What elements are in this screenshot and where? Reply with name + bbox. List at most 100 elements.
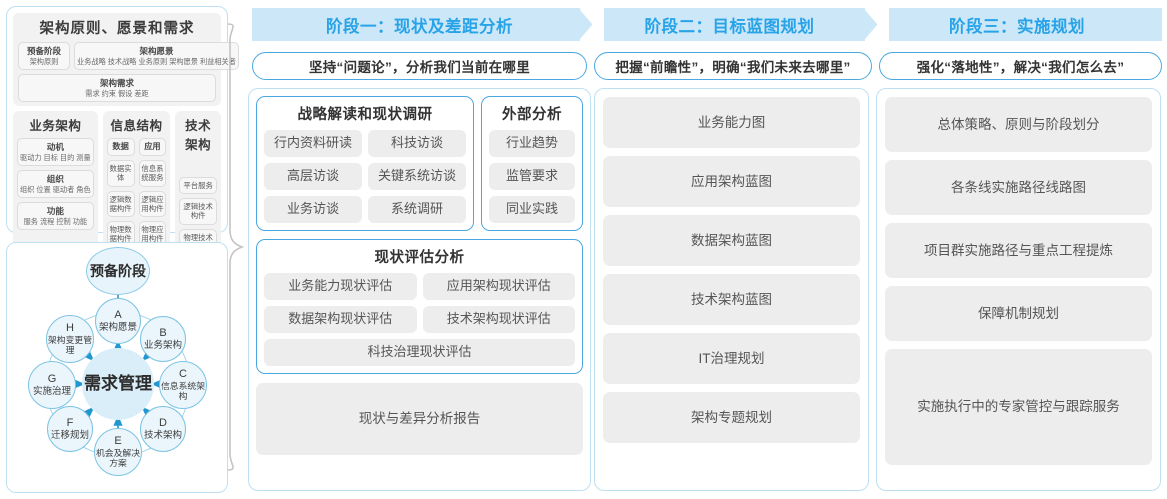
external-analysis-card: 外部分析 行业趋势 监管要求 同业实践	[481, 96, 583, 231]
stage-1-banner: 阶段一：现状及差距分析	[252, 8, 587, 41]
architecture-principles-group: 架构原则、愿景和需求 预备阶段 架构原则 架构愿景 业务战略 技术战略 业务原则…	[13, 13, 239, 106]
left-column: 架构原则、愿景和需求 预备阶段 架构原则 架构愿景 业务战略 技术战略 业务原则…	[6, 6, 239, 493]
implementation-item: 各条线实施路径线路图	[885, 160, 1152, 215]
adm-node-d: D 技术架构	[140, 406, 186, 452]
blueprint-item: 业务能力图	[603, 97, 860, 148]
chevron-2-icon	[863, 8, 889, 41]
node-letter: D	[159, 416, 167, 429]
blueprint-item: 技术架构蓝图	[603, 274, 860, 325]
stage-1-panel: 战略解读和现状调研 行内资料研读 科技访谈 高层访谈 关键系统访谈 业务访谈 系	[248, 88, 591, 491]
chip: 业务能力现状评估	[264, 273, 417, 300]
stage-3-panel: 总体策略、原则与阶段划分 各条线实施路径线路图 项目群实施路径与重点工程提炼 保…	[876, 88, 1161, 491]
stage-1-body: 战略解读和现状调研 行内资料研读 科技访谈 高层访谈 关键系统访谈 业务访谈 系	[249, 89, 590, 455]
stage-1-subtitle: 坚持“问题论”，分析我们当前在哪里	[252, 52, 587, 80]
cell-sub: 架构原则	[29, 56, 59, 66]
node-letter: H	[66, 322, 74, 335]
information-structure-column: 信息结构 数据 数据实体 逻辑数据构件 物理数据构件 应用 信息系统服务 逻辑应…	[102, 110, 171, 261]
column-title: 信息结构	[110, 118, 163, 133]
chip-row: 业务能力现状评估 应用架构现状评估	[264, 273, 575, 300]
function-cell: 功能 服务 流程 控制 功能	[17, 202, 94, 231]
chip: 行业趋势	[489, 130, 575, 157]
adm-node-b: B 业务架构	[140, 316, 186, 362]
stage-2-subtitle-text: 把握“前瞻性”，明确“我们未来去哪里”	[615, 60, 851, 75]
node-letter: G	[47, 372, 57, 385]
business-architecture-column: 业务架构 动机 驱动力 目标 目的 测量 组织 组织 位置 驱动者 角色 功能	[13, 110, 98, 261]
adm-cycle-panel: 预备阶段 需求管理 A 架构愿景 B 业务架构 C 信息系统架构	[6, 242, 228, 493]
stage-3-subtitle: 强化“落地性”，解决“我们怎么去”	[879, 52, 1162, 80]
card-title: 现状评估分析	[374, 250, 465, 266]
stage-2-panel: 业务能力图 应用架构蓝图 数据架构蓝图 技术架构蓝图 IT治理规划 架构专题规划	[594, 88, 869, 491]
cell-sub: 组织 位置 驱动者 角色	[20, 184, 91, 194]
card-title: 战略解读和现状调研	[297, 107, 433, 123]
chip: 关键系统访谈	[368, 163, 466, 190]
spacer	[179, 157, 217, 173]
cell-head: 架构需求	[99, 77, 134, 88]
node-letter: A	[114, 308, 122, 321]
cell-head: 动机	[46, 141, 64, 152]
blueprint-item: 应用架构蓝图	[603, 156, 860, 207]
cell-sub: 服务 流程 控制 功能	[23, 216, 88, 226]
adm-node-c: C 信息系统架构	[159, 361, 207, 409]
adm-node-e: E 机会及解决方案	[94, 428, 142, 476]
brace-connector	[227, 23, 245, 471]
strategy-research-card: 战略解读和现状调研 行内资料研读 科技访谈 高层访谈 关键系统访谈 业务访谈 系	[256, 96, 474, 231]
chip: 系统调研	[368, 196, 466, 223]
chip: 行内资料研读	[264, 130, 362, 157]
node-label: 迁移规划	[50, 429, 89, 441]
chip: 高层访谈	[264, 163, 362, 190]
subcolumn-head: 应用	[138, 137, 167, 157]
cell-sub: 驱动力 目标 目的 测量	[20, 152, 91, 162]
group-title: 架构原则、愿景和需求	[39, 21, 195, 37]
stage-2-body: 业务能力图 应用架构蓝图 数据架构蓝图 技术架构蓝图 IT治理规划 架构专题规划	[595, 89, 868, 451]
blueprint-item: 数据架构蓝图	[603, 215, 860, 266]
application-subcolumn: 应用 信息系统服务 逻辑应用构件 物理应用构件	[138, 137, 167, 248]
column-title: 业务架构	[29, 118, 82, 133]
stage-3-body: 总体策略、原则与阶段划分 各条线实施路径线路图 项目群实施路径与重点工程提炼 保…	[877, 89, 1160, 473]
node-label: 技术架构	[143, 429, 182, 441]
implementation-item: 项目群实施路径与重点工程提炼	[885, 223, 1152, 278]
stage-1-subtitle-text: 坚持“问题论”，分析我们当前在哪里	[308, 60, 531, 75]
adm-node-center: 需求管理	[82, 348, 154, 420]
chip: 技术架构现状评估	[422, 306, 575, 333]
adm-node-f: F 迁移规划	[47, 406, 93, 452]
cell-head: 架构愿景	[139, 46, 174, 56]
chip-row: 高层访谈 关键系统访谈	[264, 163, 466, 190]
chip-row: 数据架构现状评估 技术架构现状评估	[264, 306, 575, 333]
node-label: 预备阶段	[90, 262, 146, 279]
gap-analysis-report: 现状与差异分析报告	[256, 383, 583, 455]
minicell: 信息系统服务	[138, 160, 167, 187]
node-label: 业务架构	[143, 339, 182, 351]
cell-head: 组织	[46, 174, 64, 185]
architecture-vision-cell: 架构愿景 业务战略 技术战略 业务原则 架构愿景 利益相关者	[74, 42, 239, 70]
adm-cycle: 预备阶段 需求管理 A 架构愿景 B 业务架构 C 信息系统架构	[7, 243, 227, 492]
architecture-requirements-cell: 架构需求 需求 约束 假设 差距	[18, 73, 216, 102]
node-label: 需求管理	[84, 374, 152, 394]
chip: 科技治理现状评估	[264, 339, 575, 366]
cell-head: 预备阶段	[26, 46, 61, 56]
report-label: 现状与差异分析报告	[358, 411, 481, 427]
minicell: 数据实体	[106, 160, 135, 187]
stage-3-subtitle-text: 强化“落地性”，解决“我们怎么去”	[916, 60, 1125, 75]
node-letter: C	[179, 368, 187, 381]
adm-node-prep: 预备阶段	[86, 247, 150, 295]
chip: 科技访谈	[368, 130, 466, 157]
chip: 监管要求	[489, 163, 575, 190]
stage-2-subtitle: 把握“前瞻性”，明确“我们未来去哪里”	[594, 52, 872, 80]
organization-cell: 组织 组织 位置 驱动者 角色	[17, 170, 94, 199]
minicell: 逻辑技术构件	[179, 198, 217, 225]
subcolumn-head: 数据	[106, 137, 135, 157]
data-subcolumn: 数据 数据实体 逻辑数据构件 物理数据构件	[106, 137, 135, 248]
node-label: 架构变更管理	[48, 334, 92, 356]
cell-sub: 需求 约束 假设 差距	[85, 88, 149, 98]
prep-phase-cell: 预备阶段 架构原则	[18, 42, 70, 70]
technology-architecture-column: 技术架构 平台服务 逻辑技术构件 物理技术构件	[175, 110, 221, 261]
minicell: 逻辑数据构件	[106, 190, 135, 218]
node-label: 实施治理	[32, 385, 71, 397]
node-label: 架构愿景	[98, 321, 137, 333]
chip: 业务访谈	[264, 196, 362, 223]
node-label: 信息系统架构	[161, 380, 205, 402]
motivation-cell: 动机 驱动力 目标 目的 测量	[17, 137, 94, 167]
implementation-item: 保障机制规划	[885, 286, 1152, 341]
architecture-domains-row: 业务架构 动机 驱动力 目标 目的 测量 组织 组织 位置 驱动者 角色 功能	[13, 110, 221, 261]
